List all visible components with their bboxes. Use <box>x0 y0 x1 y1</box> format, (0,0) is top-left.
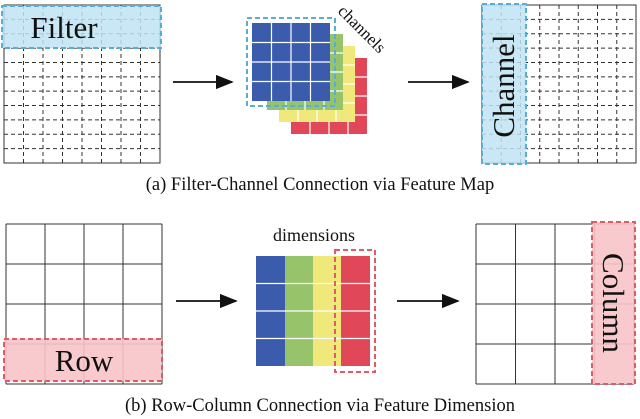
channel-highlight <box>246 17 336 107</box>
dimension-columns <box>256 249 376 373</box>
channel-column-highlight: Channel <box>481 3 527 165</box>
column-label: Column <box>596 253 631 353</box>
filter-highlight: Filter <box>1 5 162 49</box>
dimension-highlight <box>334 249 376 373</box>
column-highlight: Column <box>591 221 636 385</box>
channel-label: Channel <box>486 34 521 137</box>
dimensions-label: dimensions <box>273 225 355 245</box>
channel-blue <box>252 23 330 101</box>
filter-label: Filter <box>30 10 98 45</box>
caption-b: (b) Row-Column Connection via Feature Di… <box>125 396 515 416</box>
channel-stack <box>246 17 367 134</box>
row-highlight: Row <box>3 338 163 382</box>
caption-a: (a) Filter-Channel Connection via Featur… <box>145 175 495 195</box>
row-label: Row <box>55 343 114 378</box>
